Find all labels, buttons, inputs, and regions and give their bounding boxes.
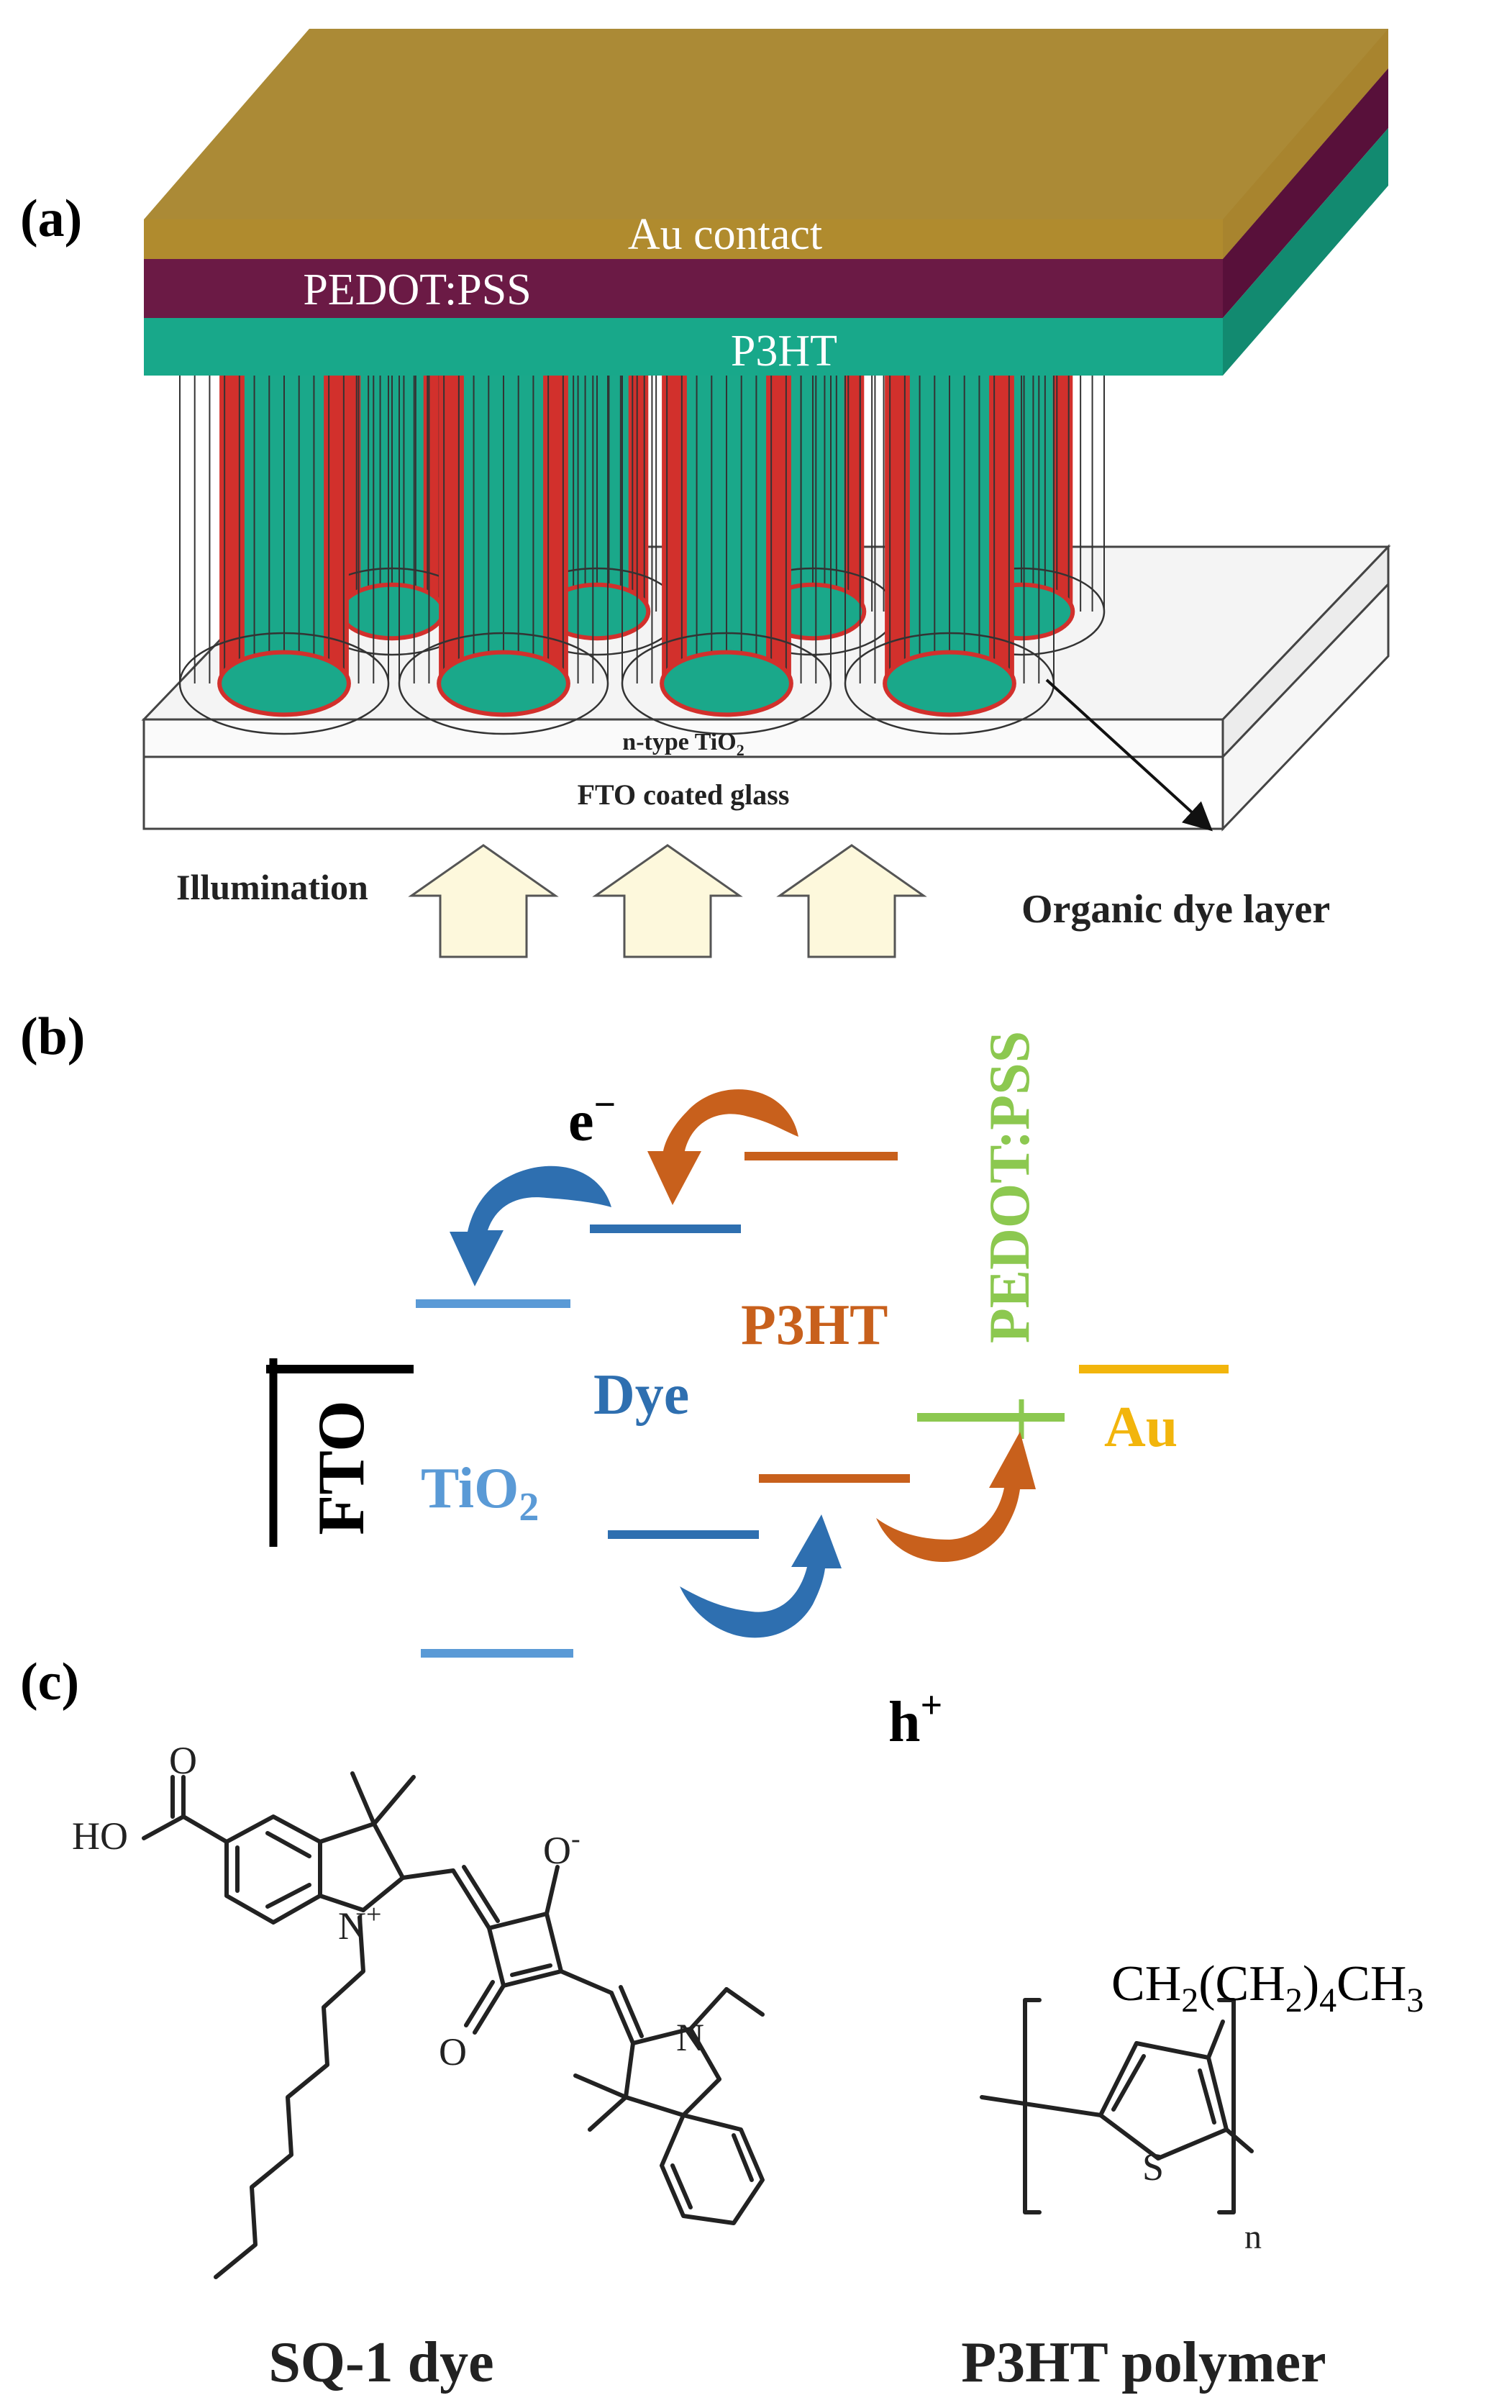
p3ht-to-dye-electron-arrow xyxy=(647,1089,798,1205)
p3ht-structure xyxy=(980,1998,1254,2214)
sq1-dye-label: SQ-1 dye xyxy=(268,2331,493,2394)
atom-o-carbonyl: O xyxy=(169,1739,197,1782)
p3ht-label: P3HT xyxy=(741,1294,888,1357)
light-arrow xyxy=(408,844,559,958)
dye-to-tio2-electron-arrow xyxy=(450,1166,611,1286)
energy-levels xyxy=(266,1152,1229,1658)
electron-label: e− xyxy=(568,1083,616,1153)
hole-label: h+ xyxy=(888,1684,942,1754)
p3ht-to-pedot-hole-arrow xyxy=(876,1432,1036,1563)
repeat-n: n xyxy=(1244,2218,1262,2256)
atom-o-minus: O- xyxy=(543,1824,580,1872)
panel-c: (c) xyxy=(20,1653,1424,2394)
pedot-layer xyxy=(144,259,1223,318)
nanorod xyxy=(621,376,832,735)
nanorod-array xyxy=(178,376,1106,735)
au-contact-label: Au contact xyxy=(628,210,822,259)
sq1-structure xyxy=(142,1771,765,2279)
p3ht-polymer-label: P3HT polymer xyxy=(961,2331,1326,2394)
organic-dye-label: Organic dye layer xyxy=(1021,887,1330,932)
panel-a: (a) Au contact PEDOT:PSS P3HT n-type T xyxy=(20,29,1391,958)
panel-c-label: (c) xyxy=(20,1653,79,1712)
fto-label: FTO xyxy=(304,1400,378,1535)
dye-regeneration-hole-arrow xyxy=(680,1514,842,1638)
dye-label: Dye xyxy=(593,1363,689,1427)
charge-transfer-arrows xyxy=(450,1089,1036,1638)
panel-b: (b) e− h+ FTO TiO2 Dye P3HT P xyxy=(20,1007,1229,1754)
au-label: Au xyxy=(1104,1396,1178,1459)
light-arrow xyxy=(776,844,927,958)
top-layer-stack: Au contact PEDOT:PSS P3HT xyxy=(144,29,1388,376)
nanorod xyxy=(844,376,1055,735)
tio2-label: TiO2 xyxy=(421,1457,539,1530)
dye-layer-pointer xyxy=(1045,678,1213,832)
illumination-label: Illumination xyxy=(176,867,368,907)
illumination-arrows xyxy=(408,844,927,958)
nanorod xyxy=(398,376,609,735)
atom-o-ring: O xyxy=(439,2030,467,2073)
p3ht-layer-label: P3HT xyxy=(731,327,837,376)
atom-ho: HO xyxy=(72,1814,128,1858)
nanorod xyxy=(178,376,390,735)
p3ht-layer xyxy=(144,318,1223,376)
atom-n: N xyxy=(676,2016,704,2059)
atom-n-plus: N+ xyxy=(338,1899,381,1948)
pedot-layer-label: PEDOT:PSS xyxy=(303,265,531,314)
light-arrow xyxy=(592,844,743,958)
atom-s: S xyxy=(1142,2145,1164,2189)
tio2-layer-label: n-type TiO2 xyxy=(622,729,744,759)
pedot-label: PEDOT:PSS xyxy=(978,1031,1042,1343)
hexyl-substituent: CH2(CH2)4CH3 xyxy=(1111,1956,1424,2019)
panel-a-label: (a) xyxy=(20,189,82,248)
panel-b-label: (b) xyxy=(20,1007,85,1066)
fto-glass-label: FTO coated glass xyxy=(578,778,790,811)
